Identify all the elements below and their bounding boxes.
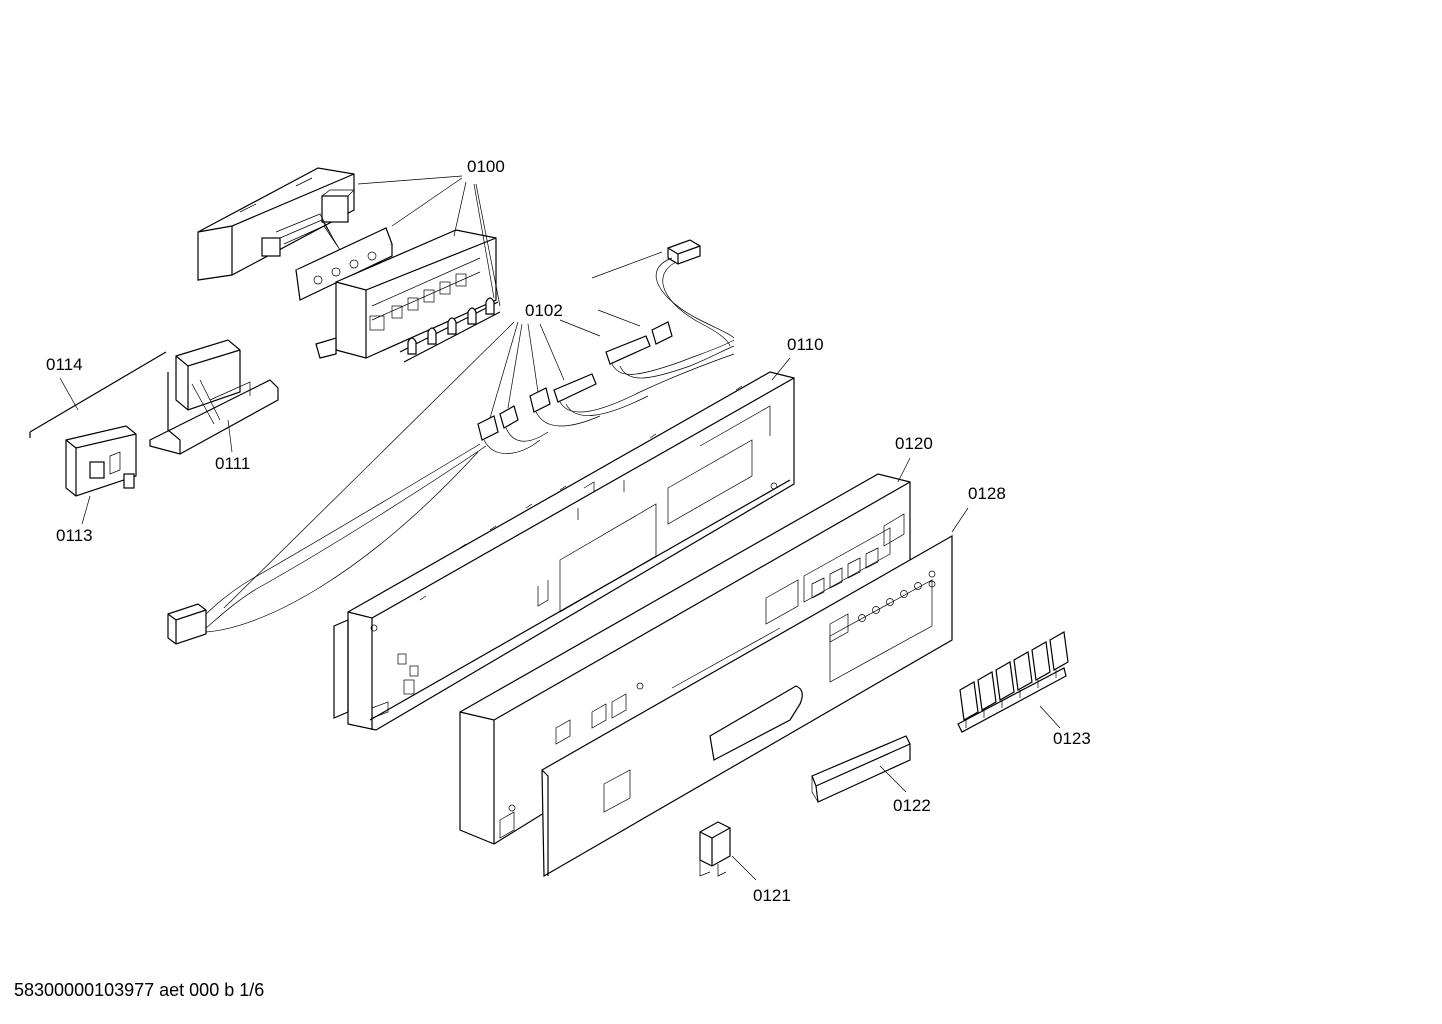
label-0102: 0102: [525, 301, 563, 320]
label-0100: 0100: [467, 157, 505, 176]
part-0123-button-strip: [957, 631, 1069, 733]
part-0102-wiring-harness: [167, 239, 735, 645]
label-0123: 0123: [1053, 729, 1091, 748]
label-0113: 0113: [56, 526, 93, 545]
part-0114-rod: [29, 351, 167, 438]
label-0128: 0128: [968, 484, 1006, 503]
part-0113-switch: [65, 425, 137, 497]
label-0111: 0111: [215, 454, 250, 473]
part-labels: 0100 0102 0110 0111 0113 0114 0120 0121 …: [46, 157, 1091, 905]
label-0121: 0121: [753, 886, 791, 905]
drawing-id: 58300000103977 aet 000 b 1/6: [14, 980, 265, 1000]
part-0120-front-panel: [459, 473, 911, 845]
label-0114: 0114: [46, 355, 83, 374]
part-0121-button: [699, 821, 731, 877]
part-0128-facia: [541, 534, 953, 878]
part-0110-control-frame: [333, 371, 795, 731]
label-0120: 0120: [895, 434, 933, 453]
part-0100-electronics-module: [197, 167, 501, 363]
part-0122-strip: [811, 735, 911, 803]
label-0122: 0122: [893, 796, 931, 815]
leader-lines: [59, 175, 1061, 881]
part-0111-bracket: [149, 339, 279, 455]
label-0110: 0110: [787, 335, 824, 354]
